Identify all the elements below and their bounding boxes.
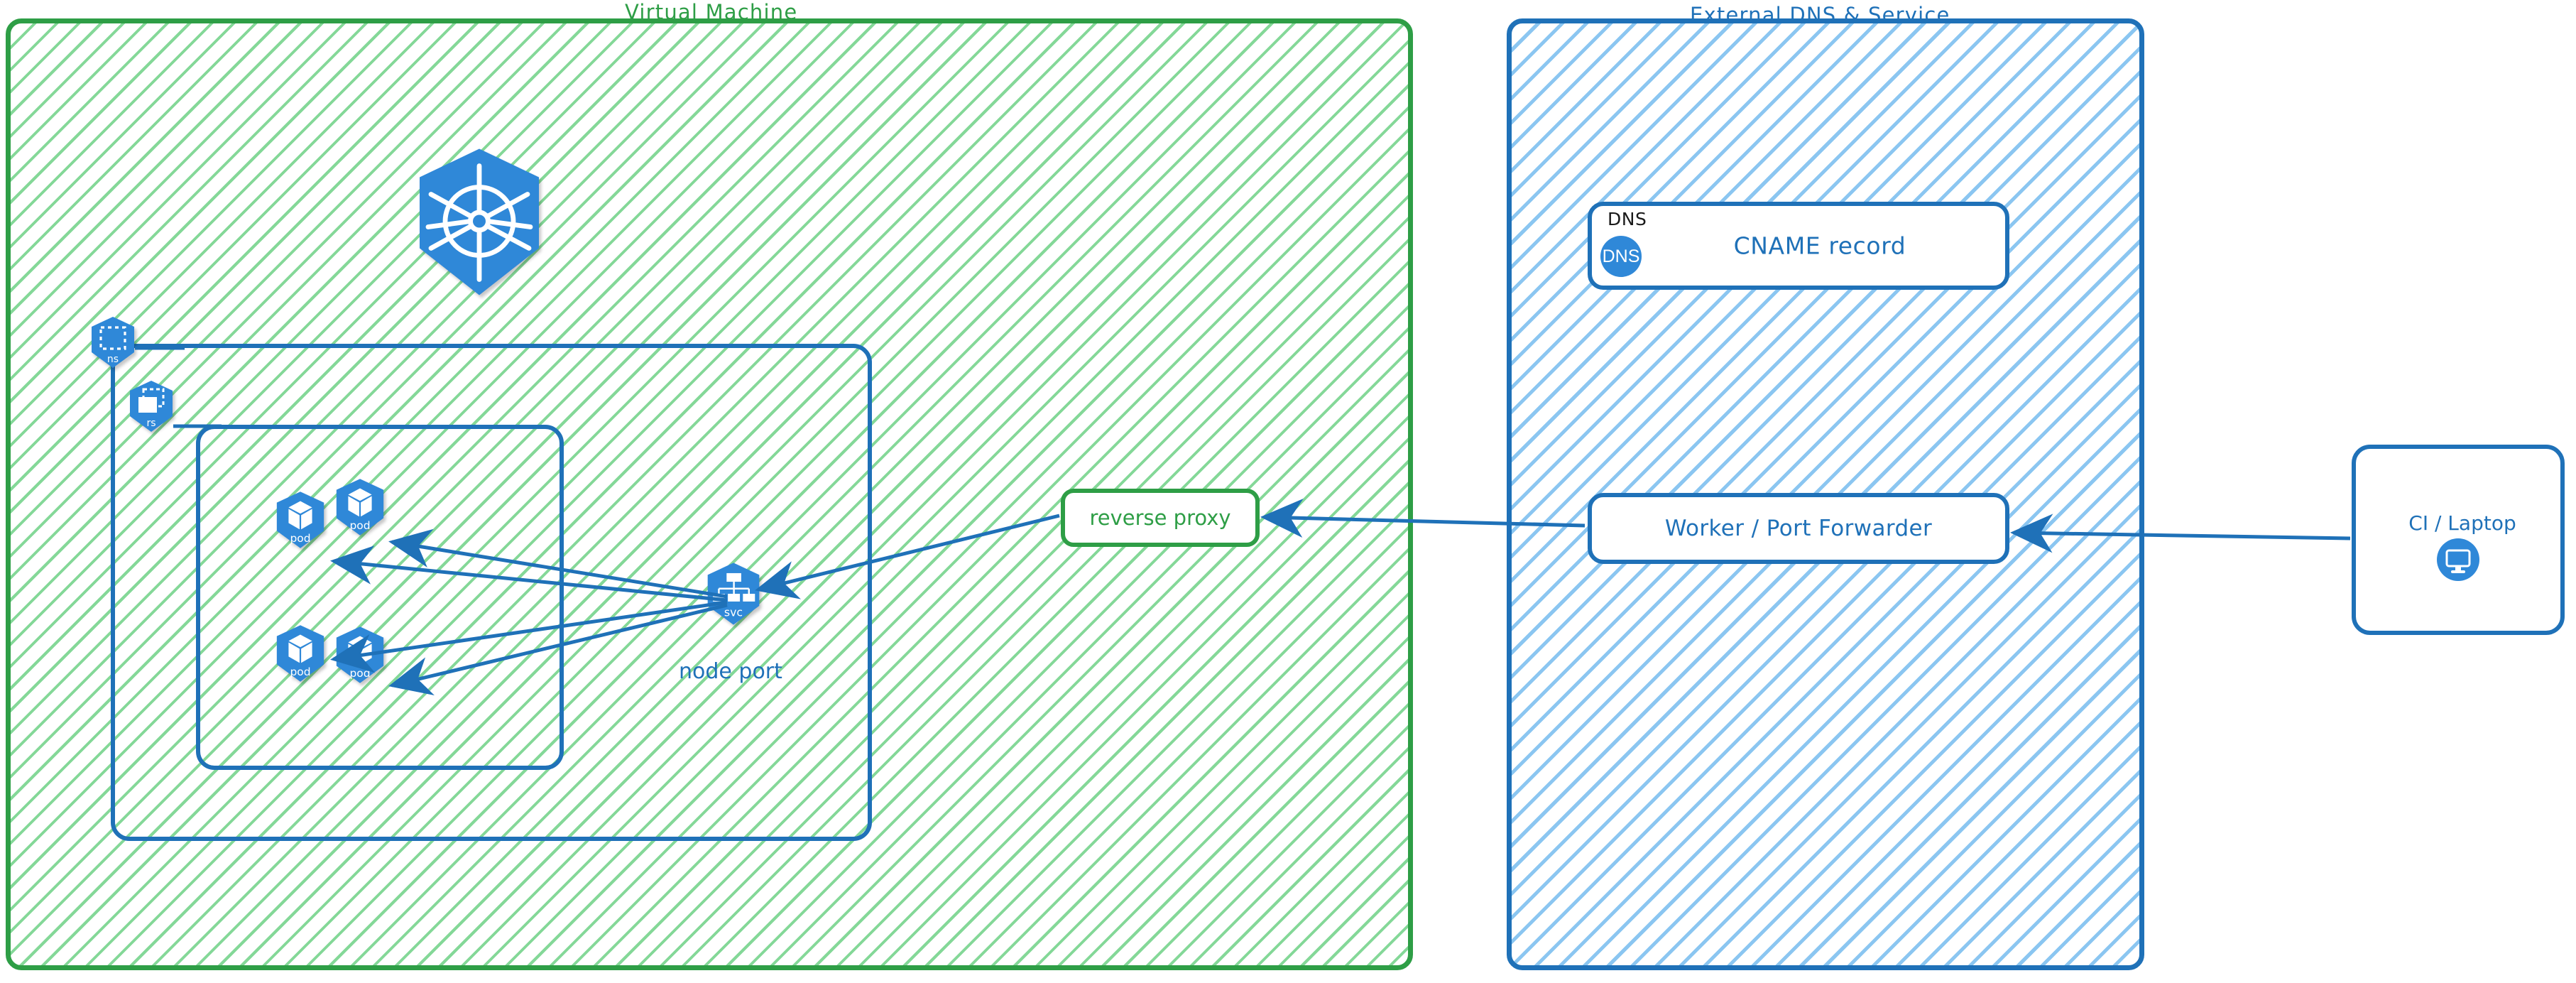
pod-icon: pod bbox=[273, 624, 328, 683]
dns-record-label: CNAME record bbox=[1733, 232, 1906, 260]
service-icon: svc bbox=[703, 561, 764, 626]
node-port-caption: node port bbox=[679, 659, 782, 684]
replicaset-box bbox=[196, 425, 564, 770]
dns-card[interactable]: DNS CNAME record bbox=[1588, 202, 2009, 290]
svg-text:svc: svc bbox=[724, 605, 743, 619]
replicaset-icon: rs bbox=[126, 379, 176, 433]
pod-icon: pod bbox=[332, 625, 388, 685]
pod-icon: pod bbox=[273, 490, 328, 550]
dns-icon: DNS bbox=[1600, 236, 1642, 277]
kubernetes-wheel-icon bbox=[408, 146, 550, 298]
dns-chip-text: DNS bbox=[1602, 246, 1640, 266]
namespace-box bbox=[111, 344, 872, 841]
namespace-icon: ns bbox=[88, 315, 138, 369]
svg-text:ns: ns bbox=[107, 354, 119, 365]
dns-kind-label: DNS bbox=[1608, 209, 1647, 229]
svg-text:pod: pod bbox=[349, 519, 370, 532]
svg-text:pod: pod bbox=[290, 532, 310, 545]
desktop-monitor-icon bbox=[2437, 538, 2479, 581]
svg-text:pod: pod bbox=[290, 666, 310, 678]
svg-text:pod: pod bbox=[349, 667, 370, 680]
worker-port-forwarder-card[interactable]: Worker / Port Forwarder bbox=[1588, 493, 2009, 564]
ci-laptop-label: CI / Laptop bbox=[2408, 511, 2516, 535]
worker-port-forwarder-label: Worker / Port Forwarder bbox=[1664, 516, 1933, 541]
svg-text:rs: rs bbox=[146, 418, 155, 429]
reverse-proxy-label: reverse proxy bbox=[1089, 506, 1231, 530]
reverse-proxy-box[interactable]: reverse proxy bbox=[1061, 489, 1260, 547]
pod-icon: pod bbox=[332, 477, 388, 537]
